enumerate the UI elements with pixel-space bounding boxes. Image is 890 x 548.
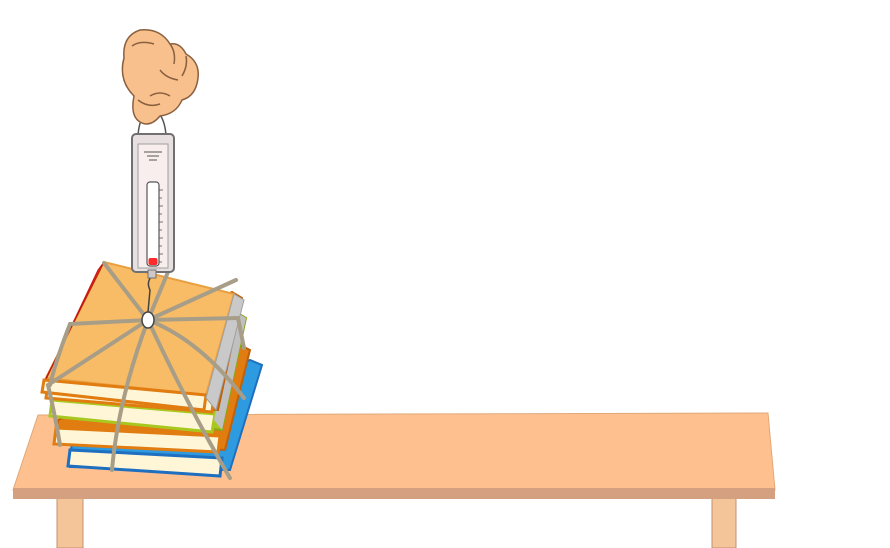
table-edge [13,488,775,499]
table-leg-right [711,496,737,548]
book-stack [40,260,264,480]
hand-icon [121,29,199,125]
spring-scale-tube [146,181,160,267]
table-leg-left [56,496,84,548]
spring-scale-icon [131,109,175,279]
book-strings [46,261,246,480]
spring-scale-ticks [159,189,163,263]
spring-scale-indicator [148,258,158,265]
